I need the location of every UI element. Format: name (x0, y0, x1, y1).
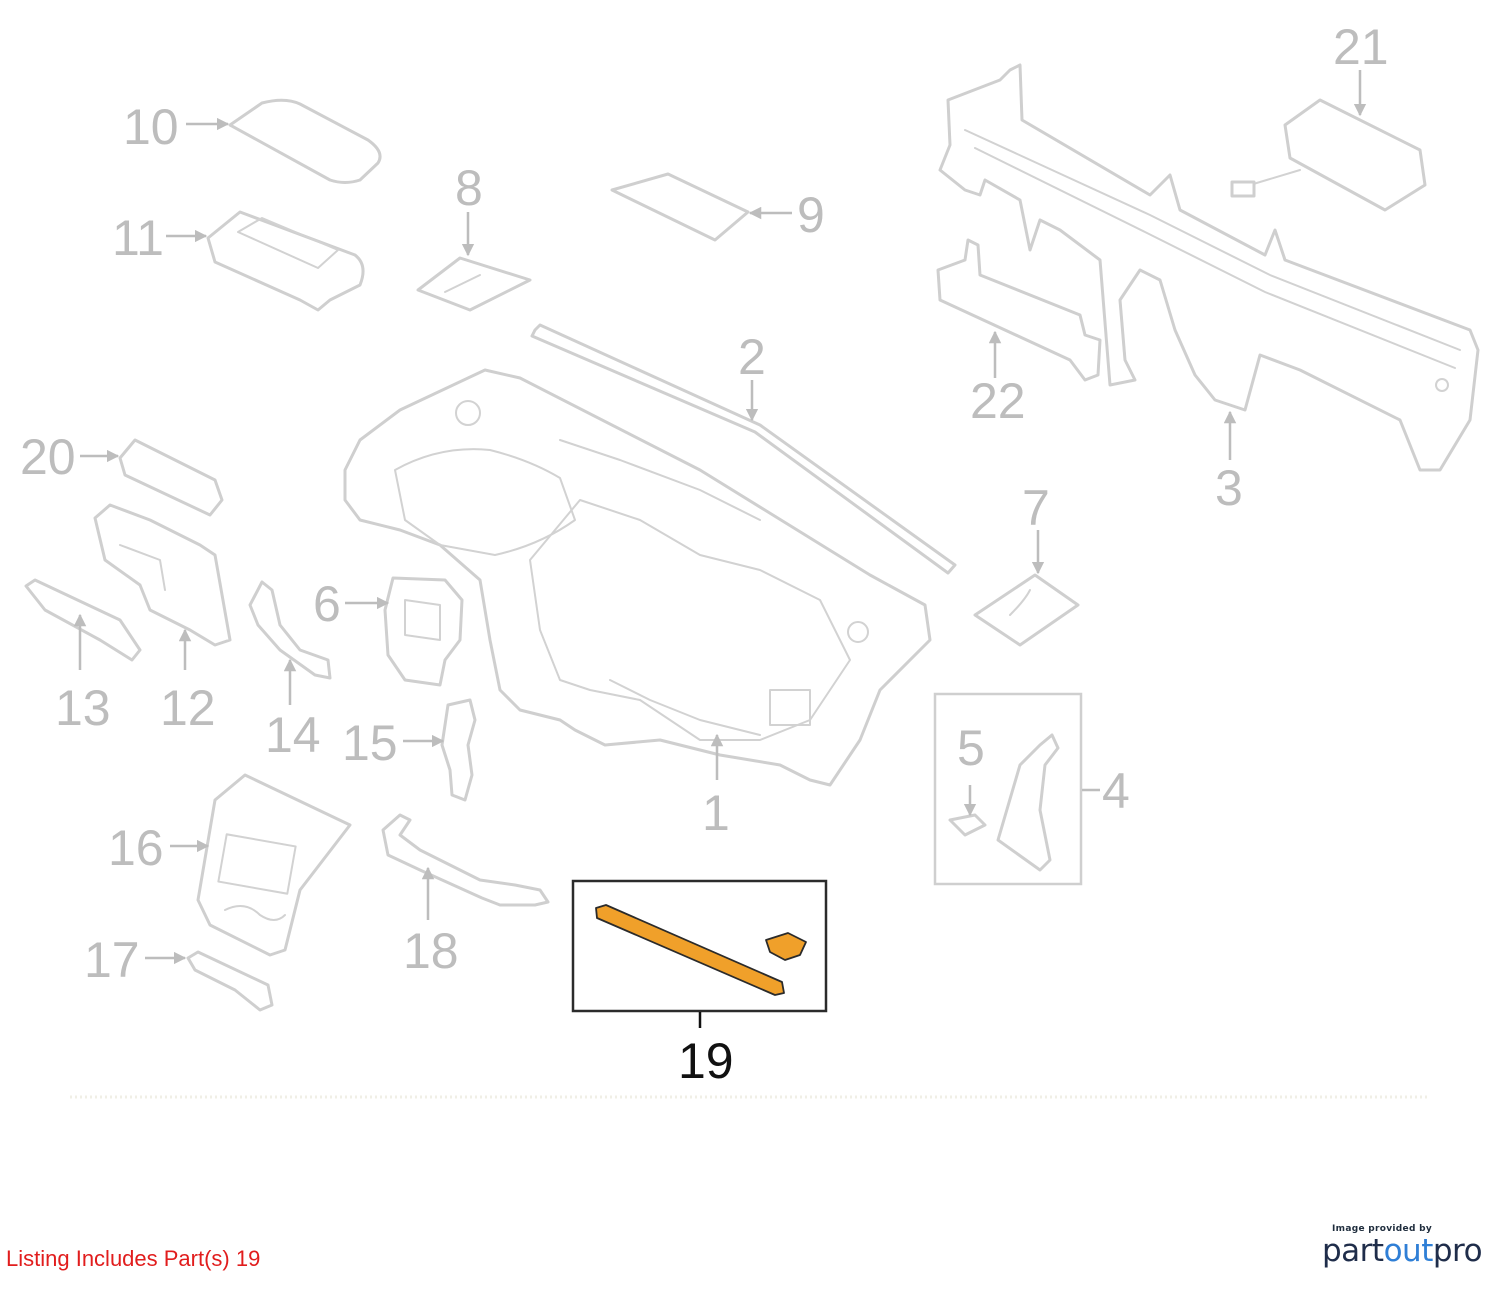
callout-13: 13 (55, 680, 111, 736)
callout-16: 16 (108, 820, 164, 876)
part-12-shape (93, 503, 232, 647)
part-10-shape (228, 98, 382, 184)
part-3-shape (938, 63, 1480, 472)
callout-21: 21 (1333, 19, 1389, 75)
logo-pro: pro (1432, 1233, 1483, 1269)
callout-19: 19 (678, 1033, 734, 1089)
logo-part: part (1322, 1233, 1384, 1269)
callout-9: 9 (797, 187, 825, 243)
part-19-box (571, 879, 828, 1013)
callout-7: 7 (1022, 480, 1050, 536)
part-17-shape (186, 950, 274, 1012)
part-22-shape (936, 238, 1102, 382)
partoutpro-logo: partoutpro (1322, 1234, 1494, 1268)
logo-out: out (1383, 1233, 1434, 1269)
part-19-clip (765, 932, 807, 961)
leader-lines (73, 70, 1367, 1028)
callout-4: 4 (1102, 763, 1130, 819)
callout-6: 6 (313, 576, 341, 632)
callout-3: 3 (1215, 460, 1243, 516)
part-14-shape (248, 580, 332, 680)
part-11-shape (206, 210, 365, 312)
callout-20: 20 (20, 429, 76, 485)
part-9-shape (610, 172, 750, 242)
image-credit: Image provided by partoutpro (1322, 1224, 1494, 1268)
part-7-shape (973, 573, 1080, 647)
callout-8: 8 (455, 160, 483, 216)
callout-22: 22 (970, 373, 1026, 429)
callout-12: 12 (160, 680, 216, 736)
part-13-shape (24, 578, 142, 662)
credit-provided-by: Image provided by (1332, 1224, 1433, 1234)
callout-1: 1 (702, 785, 730, 841)
part-8-shape (416, 256, 532, 312)
part-18-shape (381, 813, 550, 907)
callout-14: 14 (265, 707, 321, 763)
part-15-shape (440, 698, 477, 802)
callout-labels: 10 11 8 9 21 22 2 3 20 7 6 13 12 14 15 1… (20, 19, 1389, 1089)
part-2-shape (530, 323, 957, 575)
part-19-strip (595, 904, 785, 996)
callout-17: 17 (84, 932, 140, 988)
callout-18: 18 (403, 923, 459, 979)
part-21-shape (1230, 98, 1427, 212)
callout-15: 15 (342, 715, 398, 771)
listing-note: Listing Includes Part(s) 19 (6, 1246, 261, 1271)
part-6-shape (383, 576, 464, 687)
part-16-shape (196, 773, 352, 957)
part-1-shape (343, 368, 932, 787)
callout-10: 10 (123, 99, 179, 155)
callout-11: 11 (112, 210, 164, 266)
part-20-shape (118, 438, 224, 517)
callout-2: 2 (738, 329, 766, 385)
callout-5: 5 (957, 720, 985, 776)
part-4-box (933, 692, 1083, 886)
